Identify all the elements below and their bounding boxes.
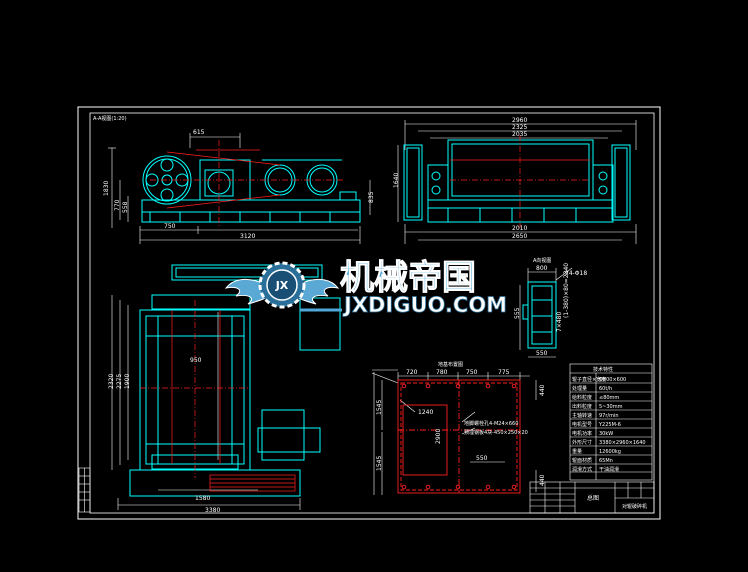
spec-row-label: 给料粒度: [572, 394, 592, 401]
detail-a-dim-5: 555: [514, 307, 521, 319]
detail-a-dim-3: (1-380)×80=2340: [563, 263, 570, 318]
side-dim-left-total: 1830: [103, 181, 110, 196]
spec-row-value: 65Mn: [599, 458, 613, 464]
side-dim-right: 835: [368, 191, 375, 203]
watermark-name-en: JXDIGUO.COM: [342, 293, 507, 317]
spec-row-value: 3380×2960×1640: [599, 440, 646, 446]
title-block-sub: 对辊破碎机: [622, 503, 647, 510]
spec-row-label: 辊子直径×宽度: [572, 376, 606, 383]
plan-dim-left-1: 2320: [108, 374, 115, 389]
plan-view: 950 2320 2275 1900 1580 3380: [108, 264, 341, 514]
spec-row-value: ≤80mm: [599, 395, 619, 401]
spec-row-value: 30kW: [599, 431, 613, 437]
spec-row-label: 出料粒度: [572, 403, 592, 410]
plan-dim-bottom-2: 3380: [205, 507, 220, 514]
foundation-dim-left-2: 1545: [376, 456, 383, 471]
plan-dim-left-2: 2275: [116, 374, 123, 389]
foundation-title: 地基布置图: [438, 361, 463, 368]
foundation-dim-top-4: 775: [498, 369, 510, 376]
spec-row-value: 12600kg: [599, 449, 621, 455]
foundation-dim-bottom: 550: [476, 455, 488, 462]
foundation-dim-top-3: 750: [466, 369, 478, 376]
side-view: 615 1830 770 558 750 3120 835: [103, 129, 375, 244]
title-block-main: 总图: [587, 494, 599, 502]
detail-a-dim-6: 550: [536, 350, 548, 357]
foundation-dim-inner-w: 1240: [418, 409, 433, 416]
spec-row-value: 干油润滑: [599, 466, 619, 473]
view-label: A-A视图(1:20): [93, 115, 127, 122]
foundation-dim-right-bottom: 440: [539, 474, 546, 486]
watermark-emblem: JX: [275, 279, 289, 292]
side-dim-left-lower: 770: [114, 199, 121, 211]
detail-a-dim-4: 7×480: [556, 312, 563, 332]
foundation-note-1: 地脚螺栓孔4-M24×660: [464, 420, 518, 427]
drawing-frame: [77, 106, 661, 520]
end-dim-left: 1640: [393, 173, 400, 188]
foundation-note-2: 预埋钢板4块-450×250×20: [464, 429, 528, 436]
detail-a-dim-1: 800: [536, 265, 548, 272]
spec-row-label: 电机功率: [572, 430, 592, 437]
watermark-name-cn: 机械帝国: [340, 258, 476, 298]
spec-row-value: 5~30mm: [599, 404, 623, 410]
foundation-dim-top-2: 780: [436, 369, 448, 376]
plan-dim-left-3: 1900: [124, 374, 131, 389]
foundation-dim-top-1: 720: [406, 369, 418, 376]
spec-row-value: Y225M-6: [598, 422, 621, 428]
spec-row-label: 润滑方式: [572, 466, 592, 473]
end-dim-top-3: 2035: [512, 131, 527, 138]
detail-a-title: A向视图: [533, 257, 551, 264]
end-dim-bottom-2: 2650: [512, 233, 527, 240]
watermark: JX 机械帝国 JXDIGUO.COM: [224, 258, 507, 317]
detail-a-view: A向视图 800 24-Φ18 (1-380)×80=2340 7×480 55…: [514, 257, 587, 358]
end-dim-top-1: 2960: [512, 117, 527, 124]
spec-row-value: Φ800×600: [599, 377, 626, 383]
end-dim-bottom-1: 2010: [512, 225, 527, 232]
spec-row-label: 处理量: [572, 385, 587, 392]
side-dim-bottom-left: 750: [164, 223, 176, 230]
title-block: 总图 对辊破碎机: [529, 481, 655, 514]
watermark-gear-core: [266, 269, 298, 301]
end-dim-top-2: 2325: [512, 124, 527, 131]
side-dim-bottom-total: 3120: [240, 233, 255, 240]
side-dim-left-inner: 558: [122, 201, 129, 213]
foundation-layout: 地基布置图: [371, 361, 546, 495]
spec-row-label: 主轴转速: [572, 412, 592, 419]
plan-dim-center: 950: [190, 357, 202, 364]
spec-row-value: 97r/min: [599, 413, 619, 419]
spec-row-value: 60t/h: [599, 386, 612, 392]
spec-row-label: 重量: [572, 448, 582, 455]
spec-table-title: 技术特性: [593, 366, 613, 373]
margin-box: [78, 467, 91, 513]
foundation-dim-right-top: 440: [539, 384, 546, 396]
detail-a-dim-2: 24-Φ18: [565, 270, 587, 277]
spec-row-label: 外形尺寸: [572, 439, 592, 446]
foundation-dim-left-1: 1545: [376, 400, 383, 415]
end-view: 2960 2325 2035 1640 2010 2650: [393, 117, 637, 244]
foundation-dim-inner-h: 2900: [435, 429, 442, 444]
spec-row-label: 辊面材质: [572, 457, 592, 464]
spec-row-label: 电机型号: [572, 421, 592, 428]
plan-dim-bottom-1: 1580: [195, 495, 210, 502]
side-dim-top: 615: [193, 129, 205, 136]
